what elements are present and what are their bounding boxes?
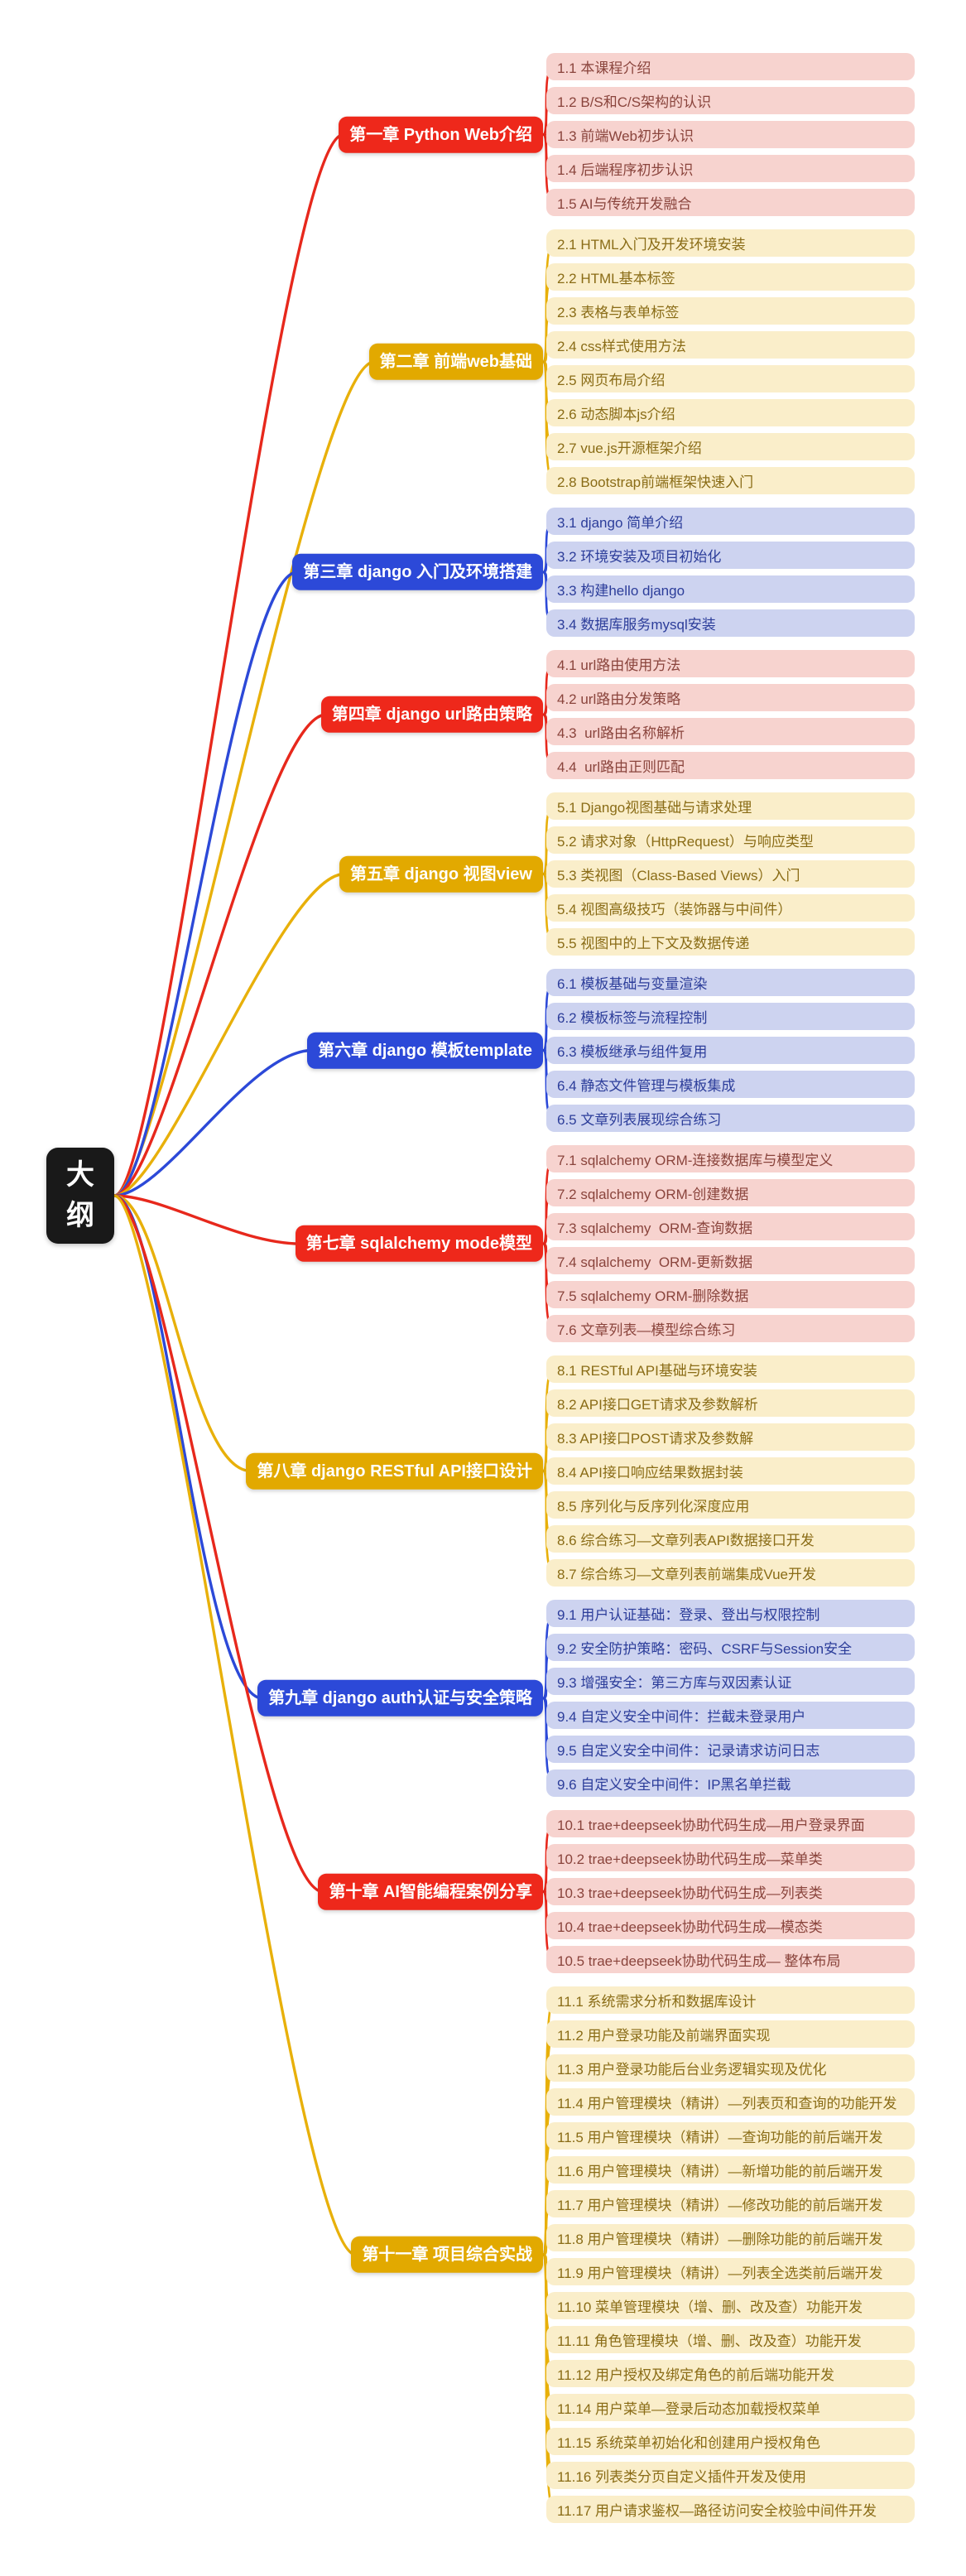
subtopic-node-9-5[interactable]: 9.5 自定义安全中间件：记录请求访问日志 bbox=[546, 1736, 915, 1763]
subtopic-node-11-2[interactable]: 11.2 用户登录功能及前端界面实现 bbox=[546, 2020, 915, 2048]
subtopic-node-6-2[interactable]: 6.2 模板标签与流程控制 bbox=[546, 1003, 915, 1030]
subtopic-node-8-4[interactable]: 8.4 API接口响应结果数据封装 bbox=[546, 1457, 915, 1485]
subtopic-node-2-2[interactable]: 2.2 HTML基本标签 bbox=[546, 263, 915, 291]
subtopic-node-2-1[interactable]: 2.1 HTML入门及开发环境安装 bbox=[546, 229, 915, 257]
subtopic-node-5-4[interactable]: 5.4 视图高级技巧（装饰器与中间件） bbox=[546, 894, 915, 922]
subtopic-node-3-1[interactable]: 3.1 django 简单介绍 bbox=[546, 508, 915, 535]
subtopic-node-3-3[interactable]: 3.3 构建hello django bbox=[546, 575, 915, 603]
chapter-node-7[interactable]: 第七章 sqlalchemy mode模型 bbox=[295, 1225, 543, 1263]
subtopic-node-4-3[interactable]: 4.3 url路由名称解析 bbox=[546, 718, 915, 745]
subtopic-node-1-3[interactable]: 1.3 前端Web初步认识 bbox=[546, 121, 915, 148]
subtopic-node-3-2[interactable]: 3.2 环境安装及项目初始化 bbox=[546, 542, 915, 569]
subtopic-node-2-8[interactable]: 2.8 Bootstrap前端框架快速入门 bbox=[546, 467, 915, 494]
branch-line bbox=[541, 1368, 555, 1472]
subtopic-node-8-7[interactable]: 8.7 综合练习—文章列表前端集成Vue开发 bbox=[546, 1559, 915, 1587]
subtopic-node-9-6[interactable]: 9.6 自定义安全中间件：IP黑名单拦截 bbox=[546, 1769, 915, 1797]
subtopic-node-10-2[interactable]: 10.2 trae+deepseek协助代码生成—菜单类 bbox=[546, 1844, 915, 1871]
branch-line bbox=[113, 1194, 252, 1473]
subtopic-node-4-1[interactable]: 4.1 url路由使用方法 bbox=[546, 650, 915, 677]
branch-line bbox=[113, 132, 345, 1197]
subtopic-node-7-5[interactable]: 7.5 sqlalchemy ORM-删除数据 bbox=[546, 1281, 915, 1308]
subtopic-node-11-3[interactable]: 11.3 用户登录功能后台业务逻辑实现及优化 bbox=[546, 2054, 915, 2082]
subtopic-node-11-6[interactable]: 11.6 用户管理模块（精讲）—新增功能的前后端开发 bbox=[546, 2156, 915, 2184]
subtopic-node-11-13[interactable]: 11.14 用户菜单—登录后动态加载授权菜单 bbox=[546, 2394, 915, 2421]
subtopic-node-7-3[interactable]: 7.3 sqlalchemy ORM-查询数据 bbox=[546, 1213, 915, 1240]
subtopic-node-8-5[interactable]: 8.5 序列化与反序列化深度应用 bbox=[546, 1491, 915, 1519]
subtopic-node-8-1[interactable]: 8.1 RESTful API基础与环境安装 bbox=[546, 1355, 915, 1383]
subtopic-node-2-3[interactable]: 2.3 表格与表单标签 bbox=[546, 297, 915, 325]
subtopic-node-1-5[interactable]: 1.5 AI与传统开发融合 bbox=[546, 189, 915, 216]
subtopic-node-1-1[interactable]: 1.1 本课程介绍 bbox=[546, 53, 915, 80]
branch-line bbox=[113, 1194, 302, 1245]
branch-line bbox=[113, 1194, 324, 1894]
subtopic-node-9-2[interactable]: 9.2 安全防护策略：密码、CSRF与Session安全 bbox=[546, 1634, 915, 1661]
subtopic-node-3-4[interactable]: 3.4 数据库服务mysql安装 bbox=[546, 609, 915, 637]
subtopic-node-11-9[interactable]: 11.9 用户管理模块（精讲）—列表全选类前后端开发 bbox=[546, 2258, 915, 2285]
chapter-node-3[interactable]: 第三章 django 入门及环境搭建 bbox=[292, 553, 543, 591]
subtopic-node-5-1[interactable]: 5.1 Django视图基础与请求处理 bbox=[546, 792, 915, 820]
subtopic-node-11-4[interactable]: 11.4 用户管理模块（精讲）—列表页和查询的功能开发 bbox=[546, 2088, 915, 2116]
subtopic-node-9-1[interactable]: 9.1 用户认证基础：登录、登出与权限控制 bbox=[546, 1600, 915, 1627]
branch-line bbox=[113, 1194, 358, 2256]
chapter-node-2[interactable]: 第二章 前端web基础 bbox=[368, 343, 543, 381]
branch-line bbox=[113, 571, 299, 1197]
branch-line bbox=[113, 872, 346, 1197]
subtopic-node-11-12[interactable]: 11.12 用户授权及绑定角色的前后端功能开发 bbox=[546, 2360, 915, 2387]
root-node-label: 大纲 bbox=[66, 1158, 94, 1231]
subtopic-node-5-3[interactable]: 5.3 类视图（Class-Based Views）入门 bbox=[546, 860, 915, 888]
subtopic-node-6-3[interactable]: 6.3 模板继承与组件复用 bbox=[546, 1037, 915, 1064]
subtopic-node-11-5[interactable]: 11.5 用户管理模块（精讲）—查询功能的前后端开发 bbox=[546, 2122, 915, 2150]
subtopic-node-9-4[interactable]: 9.4 自定义安全中间件：拦截未登录用户 bbox=[546, 1702, 915, 1729]
subtopic-node-11-1[interactable]: 11.1 系统需求分析和数据库设计 bbox=[546, 1986, 915, 2014]
chapter-node-11[interactable]: 第十一章 项目综合实战 bbox=[351, 2236, 543, 2274]
subtopic-node-1-2[interactable]: 1.2 B/S和C/S架构的认识 bbox=[546, 87, 915, 114]
subtopic-node-2-5[interactable]: 2.5 网页布局介绍 bbox=[546, 365, 915, 392]
subtopic-node-5-2[interactable]: 5.2 请求对象（HttpRequest）与响应类型 bbox=[546, 826, 915, 854]
chapter-node-5[interactable]: 第五章 django 视图view bbox=[339, 855, 543, 893]
chapter-node-6[interactable]: 第六章 django 模板template bbox=[307, 1032, 543, 1069]
subtopic-node-7-2[interactable]: 7.2 sqlalchemy ORM-创建数据 bbox=[546, 1179, 915, 1206]
subtopic-node-4-4[interactable]: 4.4 url路由正则匹配 bbox=[546, 752, 915, 779]
chapter-node-9[interactable]: 第九章 django auth认证与安全策略 bbox=[257, 1679, 543, 1717]
subtopic-node-1-4[interactable]: 1.4 后端程序初步认识 bbox=[546, 155, 915, 182]
subtopic-node-7-1[interactable]: 7.1 sqlalchemy ORM-连接数据库与模型定义 bbox=[546, 1145, 915, 1172]
subtopic-node-11-14[interactable]: 11.15 系统菜单初始化和创建用户授权角色 bbox=[546, 2428, 915, 2455]
subtopic-node-2-4[interactable]: 2.4 css样式使用方法 bbox=[546, 331, 915, 359]
subtopic-node-10-3[interactable]: 10.3 trae+deepseek协助代码生成—列表类 bbox=[546, 1878, 915, 1905]
subtopic-node-11-7[interactable]: 11.7 用户管理模块（精讲）—修改功能的前后端开发 bbox=[546, 2190, 915, 2217]
subtopic-node-2-6[interactable]: 2.6 动态脚本js介绍 bbox=[546, 399, 915, 426]
branch-line bbox=[113, 713, 328, 1197]
subtopic-node-5-5[interactable]: 5.5 视图中的上下文及数据传递 bbox=[546, 928, 915, 956]
subtopic-node-8-2[interactable]: 8.2 API接口GET请求及参数解析 bbox=[546, 1389, 915, 1417]
subtopic-node-10-4[interactable]: 10.4 trae+deepseek协助代码生成—模态类 bbox=[546, 1912, 915, 1939]
branch-line bbox=[113, 1048, 314, 1197]
subtopic-node-6-1[interactable]: 6.1 模板基础与变量渲染 bbox=[546, 969, 915, 996]
subtopic-node-6-4[interactable]: 6.4 静态文件管理与模板集成 bbox=[546, 1071, 915, 1098]
subtopic-node-8-3[interactable]: 8.3 API接口POST请求及参数解 bbox=[546, 1423, 915, 1451]
subtopic-node-11-8[interactable]: 11.8 用户管理模块（精讲）—删除功能的前后端开发 bbox=[546, 2224, 915, 2251]
subtopic-node-11-16[interactable]: 11.17 用户请求鉴权—路径访问安全校验中间件开发 bbox=[546, 2496, 915, 2523]
subtopic-node-10-5[interactable]: 10.5 trae+deepseek协助代码生成— 整体布局 bbox=[546, 1946, 915, 1973]
subtopic-node-10-1[interactable]: 10.1 trae+deepseek协助代码生成—用户登录界面 bbox=[546, 1810, 915, 1837]
chapter-node-10[interactable]: 第十章 AI智能编程案例分享 bbox=[318, 1873, 543, 1910]
subtopic-node-6-5[interactable]: 6.5 文章列表展现综合练习 bbox=[546, 1105, 915, 1132]
subtopic-node-11-10[interactable]: 11.10 菜单管理模块（增、删、改及查）功能开发 bbox=[546, 2292, 915, 2319]
subtopic-node-7-4[interactable]: 7.4 sqlalchemy ORM-更新数据 bbox=[546, 1247, 915, 1274]
chapter-node-1[interactable]: 第一章 Python Web介绍 bbox=[339, 116, 543, 153]
subtopic-node-2-7[interactable]: 2.7 vue.js开源框架介绍 bbox=[546, 433, 915, 460]
branch-line bbox=[541, 1470, 555, 1574]
chapter-node-8[interactable]: 第八章 django RESTful API接口设计 bbox=[246, 1452, 543, 1490]
chapter-node-4[interactable]: 第四章 django url路由策略 bbox=[320, 696, 543, 734]
subtopic-node-11-11[interactable]: 11.11 角色管理模块（增、删、改及查）功能开发 bbox=[546, 2326, 915, 2353]
subtopic-node-8-6[interactable]: 8.6 综合练习—文章列表API数据接口开发 bbox=[546, 1525, 915, 1553]
subtopic-node-9-3[interactable]: 9.3 增强安全：第三方库与双因素认证 bbox=[546, 1668, 915, 1695]
subtopic-node-4-2[interactable]: 4.2 url路由分发策略 bbox=[546, 684, 915, 711]
subtopic-node-7-6[interactable]: 7.6 文章列表—模型综合练习 bbox=[546, 1315, 915, 1342]
branch-line bbox=[113, 1194, 264, 1700]
subtopic-node-11-15[interactable]: 11.16 列表类分页自定义插件开发及使用 bbox=[546, 2462, 915, 2489]
root-node[interactable]: 大纲 bbox=[46, 1148, 114, 1244]
